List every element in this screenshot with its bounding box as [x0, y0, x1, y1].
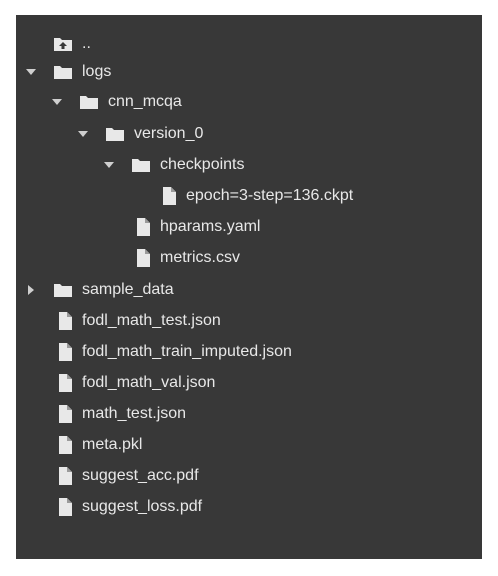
tree-item-label: logs [82, 63, 112, 80]
file-icon [133, 218, 153, 236]
tree-row-metrics[interactable]: metrics.csv [16, 243, 482, 273]
tree-item-label: math_test.json [82, 405, 187, 422]
tree-item-label: cnn_mcqa [108, 93, 182, 110]
tree-row-logs[interactable]: logs [16, 57, 482, 87]
file-browser-panel: .. logs cnn_mcqa version_0 [16, 15, 482, 559]
tree-row-checkpoints[interactable]: checkpoints [16, 150, 482, 180]
tree-item-label: epoch=3-step=136.ckpt [186, 187, 354, 204]
tree-row-hparams[interactable]: hparams.yaml [16, 212, 482, 242]
folder-icon [53, 281, 73, 299]
folder-icon [131, 156, 151, 174]
tree-row-cnn-mcqa[interactable]: cnn_mcqa [16, 87, 482, 117]
file-icon [55, 498, 75, 516]
tree-row-suggest-acc[interactable]: suggest_acc.pdf [16, 461, 482, 491]
tree-row-sample-data[interactable]: sample_data [16, 275, 482, 305]
folder-up-icon [53, 35, 73, 53]
chevron-down-icon[interactable] [103, 159, 115, 171]
tree-row-fodl-math-train-imputed[interactable]: fodl_math_train_imputed.json [16, 337, 482, 367]
file-icon [55, 405, 75, 423]
tree-item-label: version_0 [134, 125, 204, 142]
file-icon [159, 187, 179, 205]
tree-item-label: suggest_acc.pdf [82, 467, 199, 484]
tree-item-label: .. [82, 35, 91, 52]
file-icon [55, 374, 75, 392]
chevron-down-icon[interactable] [25, 66, 37, 78]
tree-item-label: suggest_loss.pdf [82, 498, 203, 515]
tree-item-label: fodl_math_val.json [82, 374, 216, 391]
folder-icon [105, 125, 125, 143]
tree-row-fodl-math-val[interactable]: fodl_math_val.json [16, 368, 482, 398]
tree-item-label: hparams.yaml [160, 218, 261, 235]
tree-row-epoch-ckpt[interactable]: epoch=3-step=136.ckpt [16, 181, 482, 211]
tree-row-meta-pkl[interactable]: meta.pkl [16, 430, 482, 460]
folder-icon [79, 93, 99, 111]
tree-item-label: sample_data [82, 281, 174, 298]
tree-item-label: checkpoints [160, 156, 245, 173]
tree-row-fodl-math-test[interactable]: fodl_math_test.json [16, 306, 482, 336]
chevron-down-icon[interactable] [51, 96, 63, 108]
file-icon [55, 312, 75, 330]
file-icon [55, 467, 75, 485]
tree-item-label: meta.pkl [82, 436, 143, 453]
file-icon [55, 436, 75, 454]
tree-row-version-0[interactable]: version_0 [16, 119, 482, 149]
tree-item-label: metrics.csv [160, 249, 240, 266]
tree-item-label: fodl_math_train_imputed.json [82, 343, 292, 360]
file-icon [133, 249, 153, 267]
tree-row-parent-dir[interactable]: .. [16, 29, 482, 59]
chevron-right-icon[interactable] [25, 284, 37, 296]
file-icon [55, 343, 75, 361]
tree-row-suggest-loss[interactable]: suggest_loss.pdf [16, 492, 482, 522]
chevron-down-icon[interactable] [77, 128, 89, 140]
tree-item-label: fodl_math_test.json [82, 312, 221, 329]
folder-icon [53, 63, 73, 81]
tree-row-math-test[interactable]: math_test.json [16, 399, 482, 429]
